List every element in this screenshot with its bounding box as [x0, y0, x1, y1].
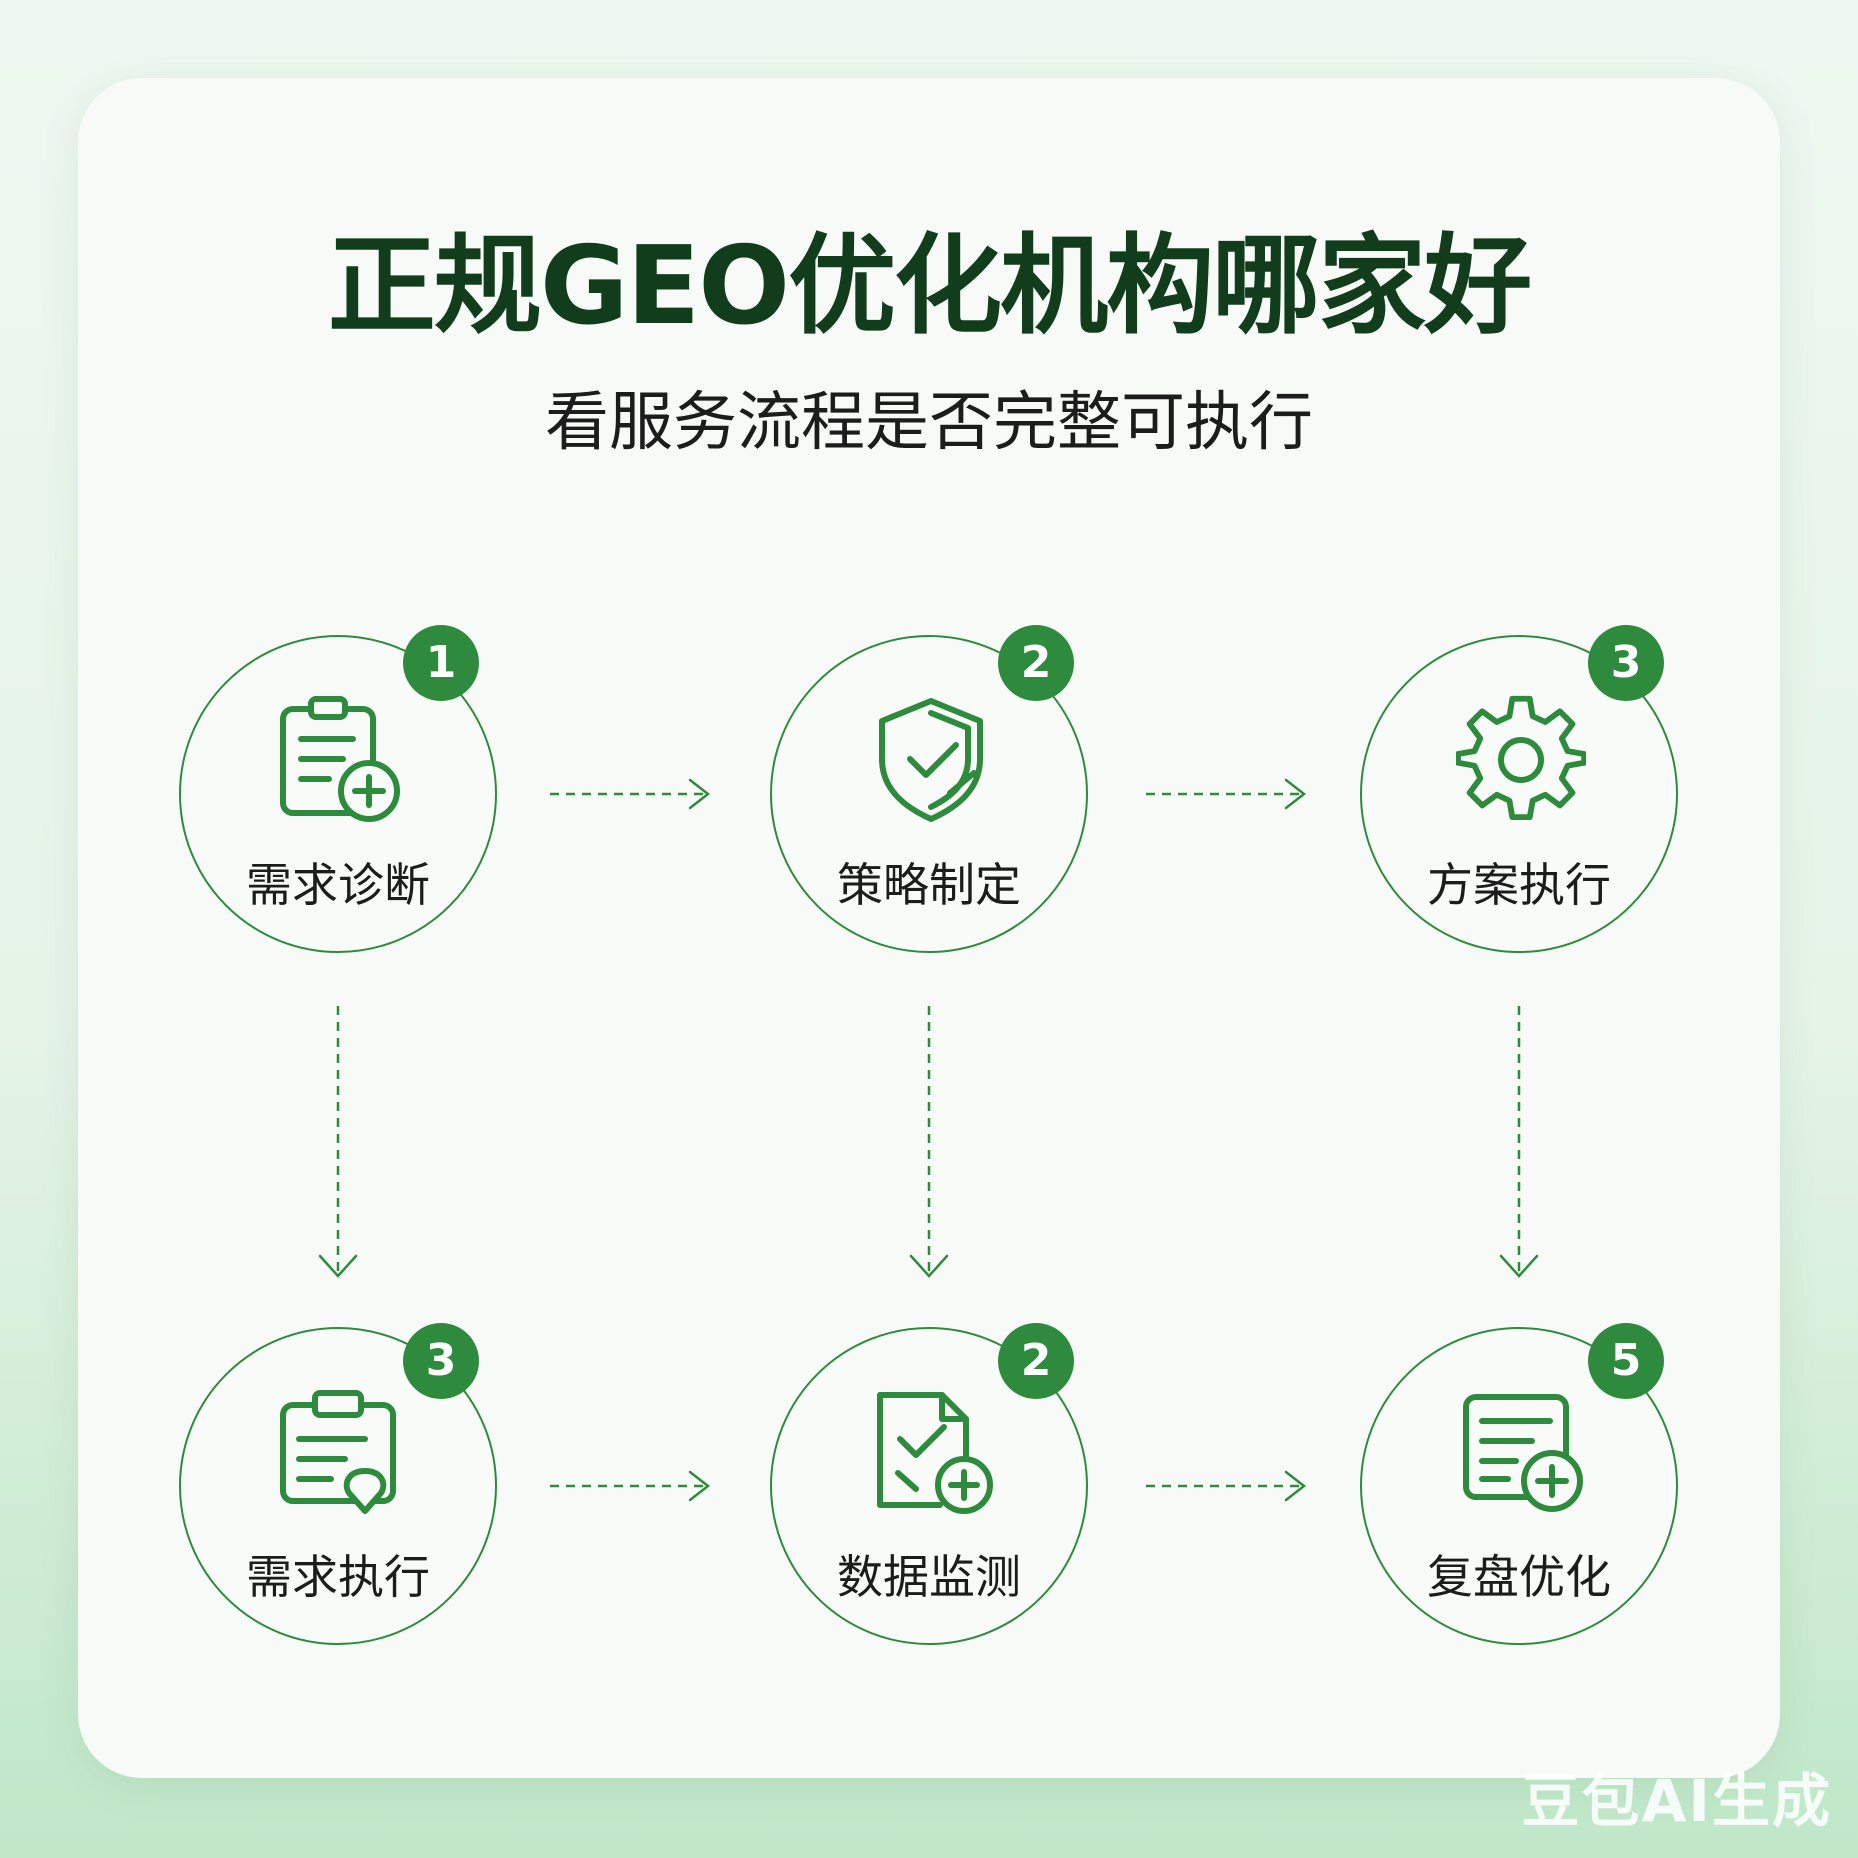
arrow-step5-to-step6	[1146, 1470, 1307, 1502]
step-5-badge: 2	[998, 1323, 1074, 1399]
arrow-step3-down	[1499, 1006, 1539, 1278]
shield-check-icon	[866, 695, 996, 825]
step-4-label: 需求执行	[246, 1550, 430, 1604]
step-6-badge: 5	[1588, 1323, 1664, 1399]
arrow-step1-to-step2	[550, 778, 711, 810]
step-3-label: 方案执行	[1427, 858, 1611, 912]
step-2-badge: 2	[998, 625, 1074, 701]
page-subtitle: 看服务流程是否完整可执行	[545, 386, 1313, 460]
arrow-step1-down	[318, 1006, 358, 1278]
clipboard-pin-icon	[275, 1387, 405, 1517]
clipboard-plus-icon	[275, 695, 405, 825]
step-5-label: 数据监测	[837, 1550, 1021, 1604]
step-3-badge: 3	[1588, 625, 1664, 701]
watermark: 豆包AI生成	[1521, 1767, 1832, 1835]
arrow-step2-to-step3	[1146, 778, 1307, 810]
arrow-step2-down	[909, 1006, 949, 1278]
step-6-label: 复盘优化	[1427, 1550, 1611, 1604]
document-check-plus-icon	[866, 1387, 996, 1517]
arrow-step4-to-step5	[550, 1470, 711, 1502]
step-1-badge: 1	[403, 625, 479, 701]
gear-icon	[1455, 695, 1588, 825]
step-2-label: 策略制定	[837, 858, 1021, 912]
page-title: 正规GEO优化机构哪家好	[327, 224, 1532, 349]
step-4-badge: 3	[403, 1323, 479, 1399]
step-5-circle: 数据监测	[770, 1327, 1088, 1645]
step-1-label: 需求诊断	[246, 858, 430, 912]
report-plus-icon	[1456, 1387, 1586, 1517]
